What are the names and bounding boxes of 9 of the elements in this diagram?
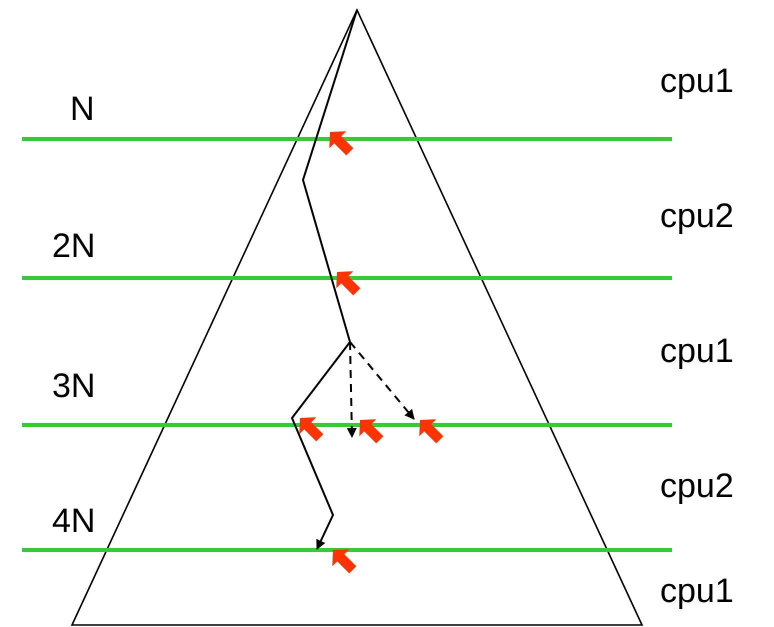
level-label: 4N: [52, 502, 96, 540]
level-label: 2N: [52, 227, 96, 265]
processor-label: cpu1: [660, 572, 734, 610]
processor-label: cpu2: [660, 197, 734, 235]
processor-label: cpu1: [660, 332, 734, 370]
level-label: N: [70, 90, 95, 128]
processor-label: cpu1: [660, 62, 734, 100]
processor-label: cpu2: [660, 467, 734, 505]
level-label: 3N: [52, 367, 96, 405]
